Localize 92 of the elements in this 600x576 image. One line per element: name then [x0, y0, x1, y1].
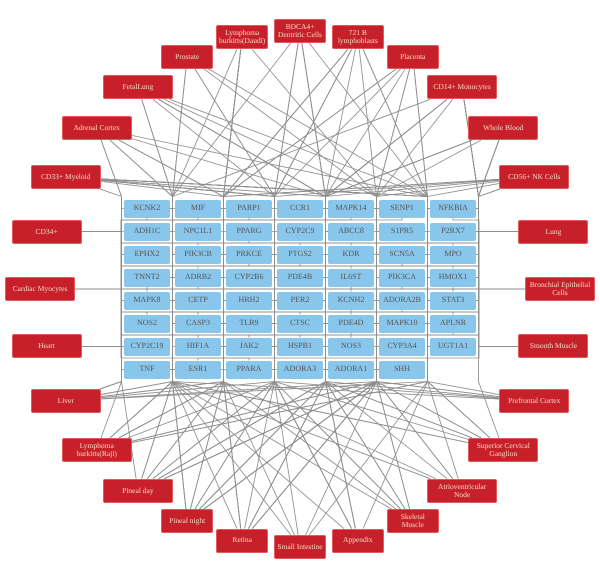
- connector-line: [158, 369, 328, 480]
- gene-node: MAPK8: [124, 292, 170, 310]
- connector-line: [322, 68, 406, 255]
- gene-node: UGT1A1: [430, 338, 476, 356]
- connector-line: [300, 231, 519, 315]
- connector-line: [100, 188, 124, 370]
- connector-line: [476, 188, 500, 209]
- gene-node: S1PR5: [379, 222, 425, 240]
- connector-line: [100, 300, 124, 438]
- gene-node: NFKBIA: [430, 200, 476, 218]
- connector-line: [169, 98, 430, 324]
- gene-node: PIK3CA: [379, 268, 425, 286]
- gene-node: ADORA2B: [379, 292, 425, 310]
- gene-node: CYP3A4: [379, 338, 425, 356]
- connector-line: [121, 208, 137, 480]
- gene-node: MIF: [175, 200, 221, 218]
- connector-line: [170, 49, 238, 301]
- gene-node: HSPB1: [277, 338, 323, 356]
- gene-node: ADORA1: [328, 360, 374, 378]
- gene-node: ADRB2: [175, 268, 221, 286]
- connector-line: [158, 98, 328, 347]
- gene-node: SHH: [379, 360, 425, 378]
- gene-node: NPC1L1: [175, 222, 221, 240]
- gene-node: PARP1: [226, 200, 272, 218]
- gene-node: CYP2B6: [226, 268, 272, 286]
- connector-line: [100, 179, 328, 209]
- connector-line: [170, 277, 393, 510]
- gene-node: HRH2: [226, 292, 272, 310]
- gene-node: TNF: [124, 360, 170, 378]
- connector-line: [272, 68, 402, 232]
- gene-node: APLNR: [430, 314, 476, 332]
- gene-node: HIF1A: [175, 338, 221, 356]
- gene-node: KCNH2: [328, 292, 374, 310]
- connector-line: [220, 231, 295, 536]
- connector-line: [272, 369, 299, 536]
- connector-line: [100, 346, 430, 400]
- gene-node: MPO: [430, 246, 476, 264]
- gene-node: PIK3CB: [175, 246, 221, 264]
- connector-line: [203, 68, 380, 278]
- connector-line: [194, 68, 278, 347]
- gene-node: SCN5A: [379, 246, 425, 264]
- connector-line: [476, 231, 500, 438]
- gene-node: PRKCE: [226, 246, 272, 264]
- gene-node: ADH1C: [124, 222, 170, 240]
- gene-node: PDE4B: [277, 268, 323, 286]
- connector-line: [164, 98, 380, 370]
- connector-line: [424, 183, 500, 232]
- gene-node: JAK2: [226, 338, 272, 356]
- connector-line: [131, 138, 328, 232]
- gene-node: CCR1: [277, 200, 323, 218]
- gene-node: CASP3: [175, 314, 221, 332]
- gene-node: CYP2C9: [277, 222, 323, 240]
- gene-node: PDE4D: [328, 314, 374, 332]
- connector-line: [100, 346, 380, 400]
- gene-node: NOS2: [124, 314, 170, 332]
- connector-line: [170, 68, 186, 232]
- connector-line: [100, 231, 176, 395]
- connector-line: [100, 140, 124, 347]
- gene-node: KCNK2: [124, 200, 170, 218]
- gene-node: IL6ST: [328, 268, 374, 286]
- gene-node: P2RX7: [430, 222, 476, 240]
- connector-line: [424, 323, 490, 438]
- gene-node: NOS3: [328, 338, 374, 356]
- gene-node: PPARG: [226, 222, 272, 240]
- gene-node: MAPK14: [328, 200, 374, 218]
- gene-node: PER2: [277, 292, 323, 310]
- connector-line: [100, 231, 278, 398]
- gene-node: PPARA: [226, 360, 272, 378]
- gene-node: CYP2C19: [124, 338, 170, 356]
- gene-node: ABCC8: [328, 222, 374, 240]
- gene-node: PTGS2: [277, 246, 323, 264]
- gene-node: EPHX2: [124, 246, 170, 264]
- connector-line: [110, 140, 176, 301]
- gene-node: ESR1: [175, 360, 221, 378]
- connector-line: [118, 140, 226, 232]
- gene-node: TLR9: [226, 314, 272, 332]
- gene-node: CTSC: [277, 314, 323, 332]
- connector-line: [374, 68, 410, 347]
- connector-line: [374, 231, 410, 510]
- gene-node: STAT3: [430, 292, 476, 310]
- gene-node: HMOX1: [430, 268, 476, 286]
- connector-line: [146, 300, 226, 480]
- gene-node: MAPK10: [379, 314, 425, 332]
- connector-line: [100, 369, 226, 398]
- gene-node: KDR: [328, 246, 374, 264]
- gene-node: SENP1: [379, 200, 425, 218]
- connector-line: [110, 254, 176, 438]
- connector-line: [424, 254, 459, 480]
- connector-line: [220, 277, 397, 510]
- gene-node: CETP: [175, 292, 221, 310]
- gene-node: ADORA3: [277, 360, 323, 378]
- gene-node: TNNT2: [124, 268, 170, 286]
